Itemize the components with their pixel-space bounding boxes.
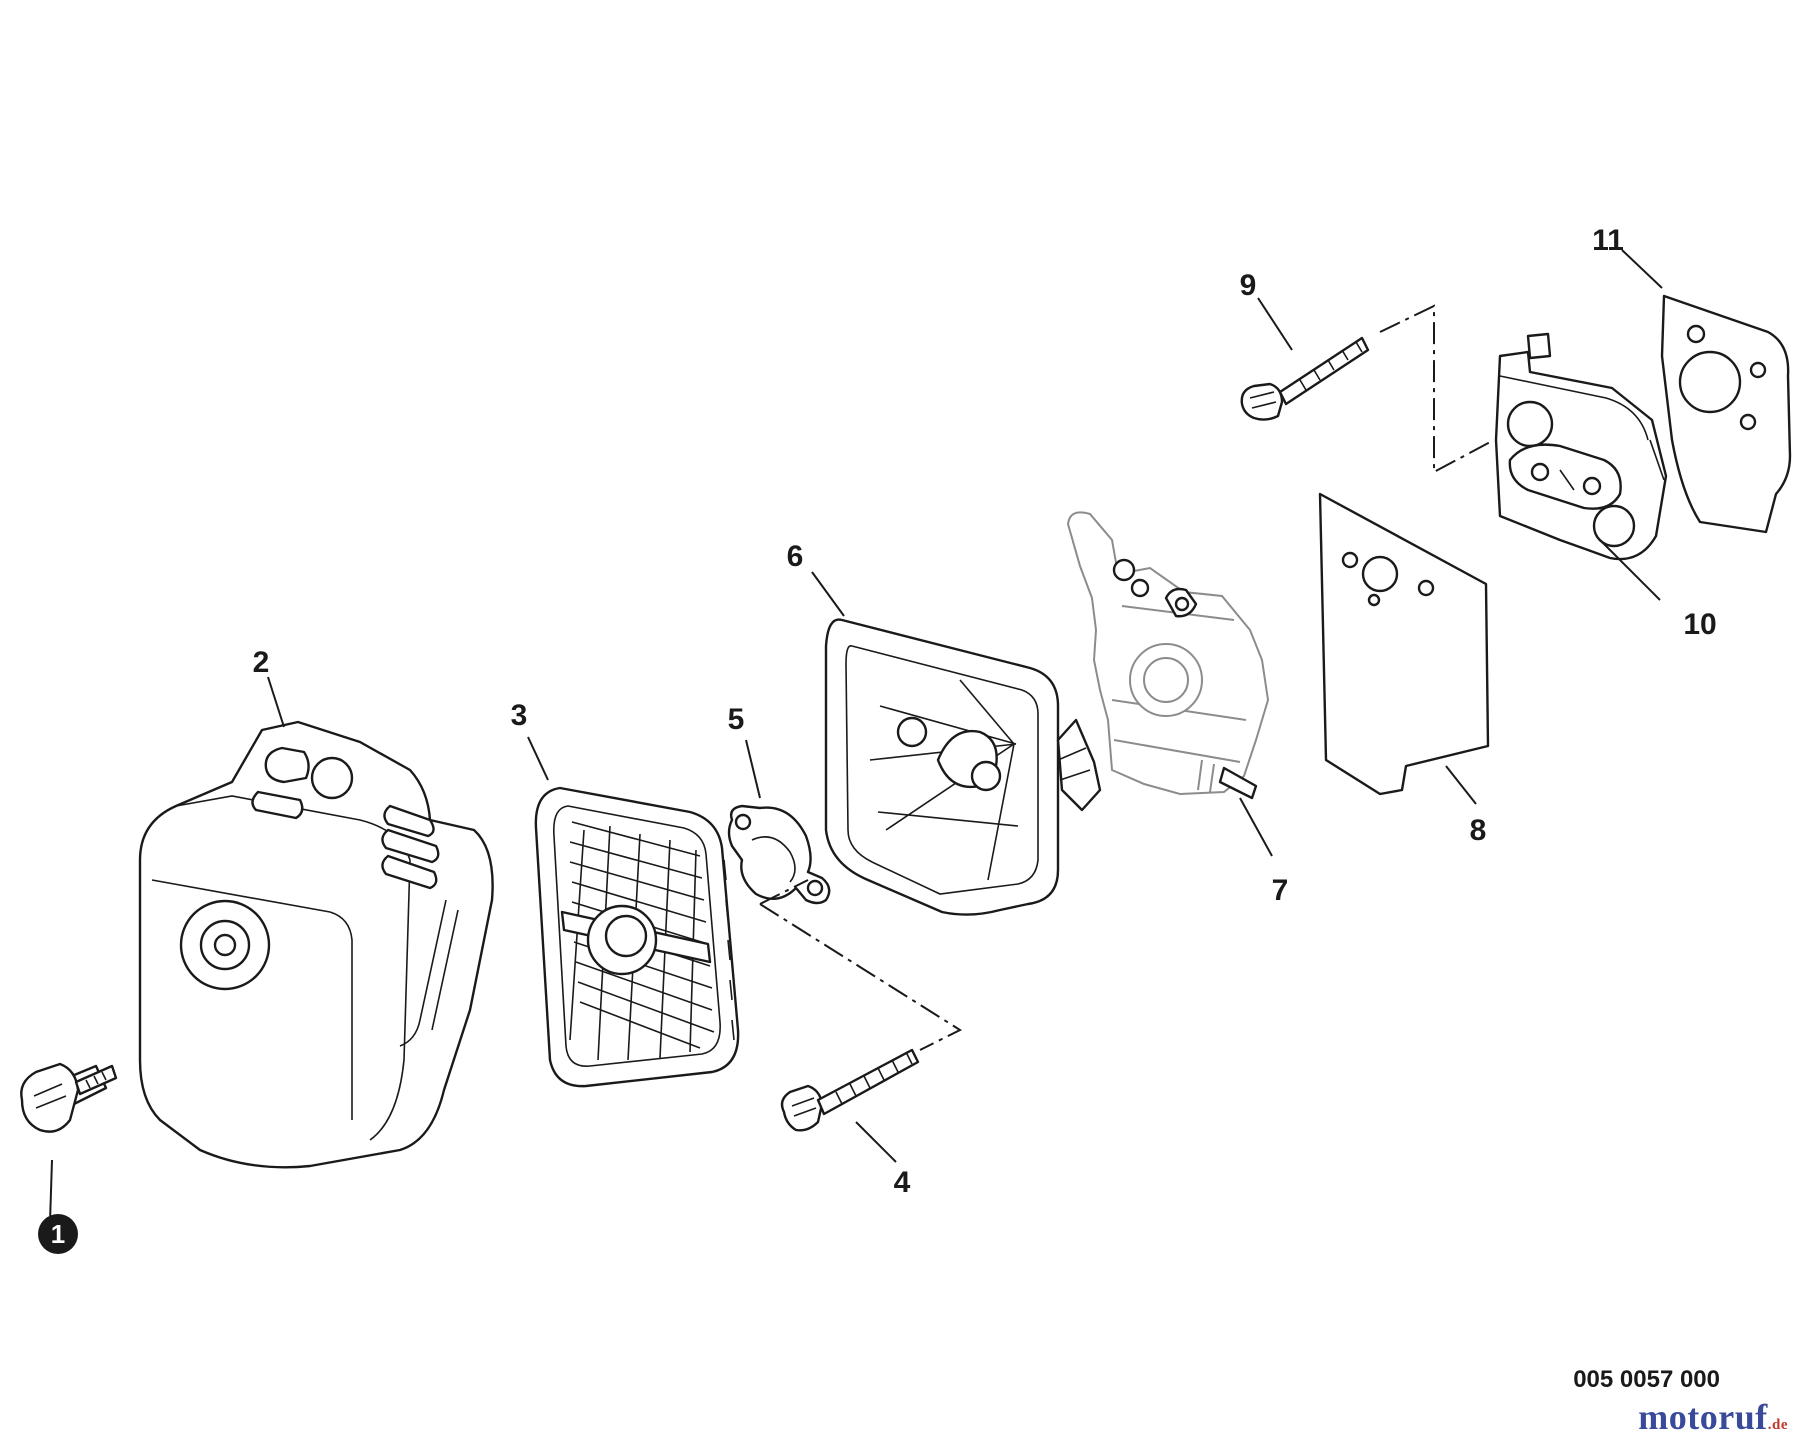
callout-2: 2 — [253, 646, 270, 679]
part-air-cleaner-base — [811, 571, 1102, 916]
alignment-line-plate-screw — [759, 879, 963, 1051]
part-bolt — [1240, 297, 1370, 421]
watermark-name: motoruf — [1638, 1397, 1768, 1437]
callout-8: 8 — [1470, 814, 1487, 847]
part-mounting-plate — [727, 739, 831, 905]
part-air-filter-element — [527, 736, 740, 1088]
callout-4: 4 — [894, 1166, 911, 1199]
part-long-screw — [780, 1048, 920, 1163]
callout-3: 3 — [511, 699, 528, 732]
callout-10: 10 — [1683, 608, 1716, 641]
callout-11: 11 — [1592, 224, 1624, 257]
watermark-suffix: .de — [1767, 1417, 1788, 1433]
callout-7: 7 — [1272, 874, 1289, 907]
watermark-logo: motoruf.de — [1638, 1396, 1788, 1438]
part-insulator — [1494, 332, 1668, 601]
diagram-reference-code: 005 0057 000 — [1573, 1366, 1720, 1393]
part-carburetor — [1066, 511, 1273, 857]
part-air-cleaner-cover — [138, 676, 494, 1169]
part-gasket-large — [1318, 492, 1490, 805]
callout-1-badge: 1 — [38, 1214, 78, 1254]
part-gasket-small — [1621, 249, 1792, 534]
callout-5: 5 — [728, 703, 745, 736]
callout-1: 1 — [51, 1219, 65, 1249]
callout-6: 6 — [787, 540, 804, 573]
callout-9: 9 — [1240, 269, 1257, 302]
alignment-line-bolt-insulator — [1379, 304, 1495, 474]
part-knob-screw — [20, 1062, 118, 1223]
